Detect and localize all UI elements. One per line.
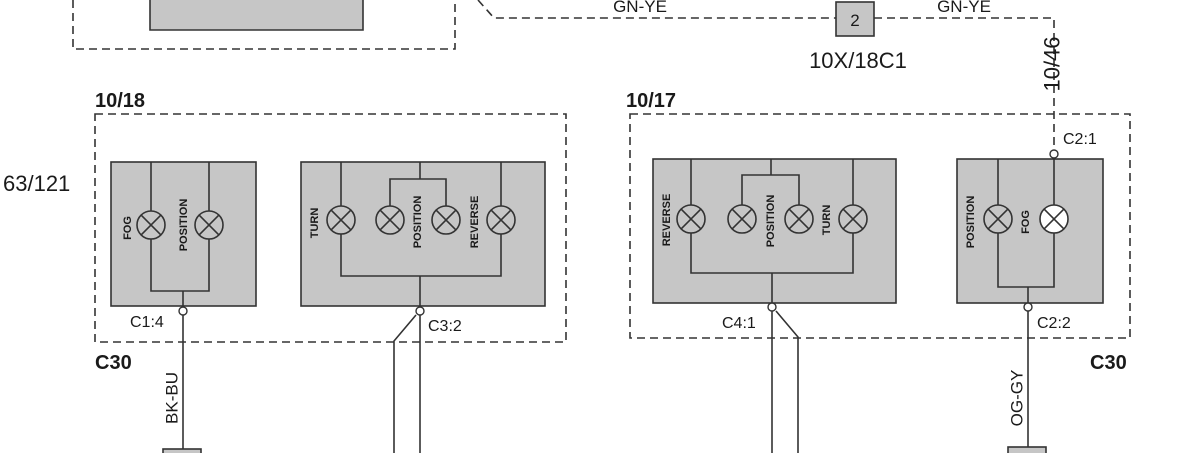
left-enclosure <box>94 113 567 343</box>
connector-label-c4-1: C4:1 <box>722 315 756 332</box>
bulb-icon-reverse <box>676 204 706 234</box>
lamp-label-fog: FOG <box>1020 210 1032 234</box>
lamp-label-reverse: REVERSE <box>469 196 481 249</box>
lamp-unit-2: TURN POSITION REVERSE <box>300 161 546 307</box>
wire-color-label-gn-ye-right: GN-YE <box>937 0 991 16</box>
ref-label-10-17: 10/17 <box>626 90 676 112</box>
lamp-label-turn: TURN <box>309 208 321 239</box>
bulb-icon-position-2 <box>784 204 814 234</box>
connector-label-c1-4: C1:4 <box>130 314 164 331</box>
splice-id-label: 10X/18C1 <box>809 48 907 73</box>
wire-color-label-og-gy: OG-GY <box>1008 370 1027 427</box>
bulb-icon-fog <box>1039 204 1069 234</box>
location-label-c30-left: C30 <box>95 352 132 374</box>
lamp-label-position: POSITION <box>765 195 777 248</box>
top-module-partial <box>72 0 456 50</box>
lamp-label-position: POSITION <box>965 196 977 249</box>
bulb-icon-turn <box>838 204 868 234</box>
connector-pin-c2-2 <box>1023 302 1033 312</box>
connector-pin-c2-1 <box>1049 149 1059 159</box>
lamp-label-reverse: REVERSE <box>661 194 673 247</box>
bulb-icon-position <box>194 210 224 240</box>
bulb-icon-position <box>727 204 757 234</box>
lamp-unit-3: REVERSE POSITION TURN <box>652 158 897 304</box>
connector-pin-c1-4 <box>178 306 188 316</box>
bulb-icon-reverse <box>486 205 516 235</box>
connector-pin-c3-2 <box>415 306 425 316</box>
wire-color-label-gn-ye-left: GN-YE <box>613 0 667 16</box>
svg-text:2: 2 <box>850 11 859 30</box>
lamp-label-position: POSITION <box>412 196 424 249</box>
bulb-icon-position-2 <box>375 205 405 235</box>
wire-end-box-right <box>1007 446 1047 453</box>
lamp-unit-1: FOG POSITION <box>110 161 257 307</box>
connector-label-c3-2: C3:2 <box>428 318 462 335</box>
connector-label-c2-1: C2:1 <box>1063 131 1097 148</box>
bulb-icon-fog <box>136 210 166 240</box>
ref-label-10-18: 10/18 <box>95 90 145 112</box>
ref-label-63-121: 63/121 <box>3 171 70 196</box>
gn-ye-wire-top <box>477 0 836 19</box>
wire-ref-10-46: 10/46 <box>1040 36 1065 91</box>
connector-label-c2-2: C2:2 <box>1037 315 1071 332</box>
lamp-label-turn: TURN <box>821 205 833 236</box>
wire-end-box-left <box>162 448 202 453</box>
bulb-icon-turn <box>326 205 356 235</box>
lamp-unit-4: POSITION FOG <box>956 158 1104 304</box>
gn-ye-wire-top-right <box>874 17 1055 150</box>
right-enclosure <box>629 113 1131 339</box>
bulb-icon-position <box>983 204 1013 234</box>
wire-color-label-bk-bu: BK-BU <box>163 372 182 424</box>
location-label-c30-right: C30 <box>1090 352 1127 374</box>
splice-connector: 2 <box>835 1 875 37</box>
connector-pin-c4-1 <box>767 302 777 312</box>
wire-pair-c3-2 <box>393 314 421 453</box>
bulb-icon-position-3 <box>431 205 461 235</box>
lamp-label-position: POSITION <box>178 199 190 252</box>
wire-pair-c4-1 <box>771 310 799 453</box>
lamp-label-fog: FOG <box>122 216 134 240</box>
